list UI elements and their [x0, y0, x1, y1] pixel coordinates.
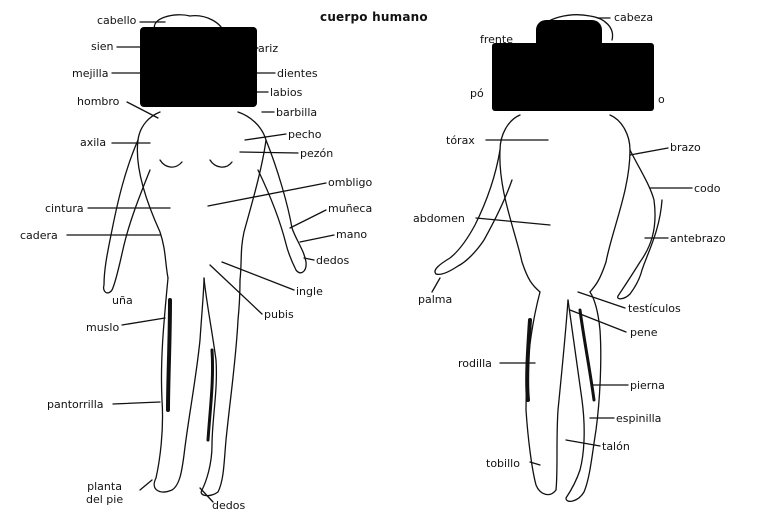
- female-right-arm: [258, 140, 306, 273]
- female-left-leg-shade: [168, 300, 170, 410]
- label-pierna: pierna: [630, 379, 665, 392]
- label-rodilla: rodilla: [458, 357, 492, 370]
- female-breasts: [160, 160, 232, 167]
- label-labios: labios: [270, 86, 302, 99]
- label-cintura: cintura: [45, 202, 84, 215]
- label-planta-del-pie: planta del pie: [86, 480, 123, 506]
- label-mano: mano: [336, 228, 367, 241]
- label-palma: palma: [418, 293, 452, 306]
- label-frente: frente: [480, 33, 513, 46]
- redaction-block-right-top: [536, 20, 602, 46]
- label-una: uña: [112, 294, 133, 307]
- label-abdomen: abdomen: [413, 212, 465, 225]
- male-torso: [500, 115, 630, 292]
- label-espinilla: espinilla: [616, 412, 661, 425]
- female-torso: [137, 112, 266, 280]
- label-testiculos: testículos: [628, 302, 681, 315]
- diagram-title: cuerpo humano: [320, 10, 428, 24]
- label-mejilla: mejilla: [72, 67, 108, 80]
- label-muneca: muñeca: [328, 202, 372, 215]
- label-pezon: pezón: [300, 147, 333, 160]
- male-left-leg: [526, 292, 568, 495]
- label-cabello: cabello: [97, 14, 136, 27]
- female-right-leg: [201, 278, 240, 496]
- label-talon: talón: [602, 440, 630, 453]
- label-hombro: hombro: [77, 95, 119, 108]
- male-right-leg-shade: [580, 310, 594, 400]
- label-barbilla: barbilla: [276, 106, 317, 119]
- label-sien: sien: [91, 40, 114, 53]
- label-antebrazo: antebrazo: [670, 232, 726, 245]
- label-dedos-pie: dedos: [212, 499, 245, 512]
- label-cadera: cadera: [20, 229, 58, 242]
- label-muslo: muslo: [86, 321, 119, 334]
- label-brazo: brazo: [670, 141, 701, 154]
- label-dedos-mano: dedos: [316, 254, 349, 267]
- redaction-block-right: [492, 43, 654, 111]
- label-dientes: dientes: [277, 67, 318, 80]
- label-pene: pene: [630, 326, 658, 339]
- label-po: pó: [470, 87, 484, 100]
- label-torax: tórax: [446, 134, 475, 147]
- female-left-arm: [104, 140, 150, 293]
- label-pantorrilla: pantorrilla: [47, 398, 104, 411]
- redaction-block-left: [140, 27, 257, 107]
- label-nariz: ariz: [258, 42, 278, 55]
- female-right-leg-shade: [208, 350, 213, 440]
- label-axila: axila: [80, 136, 106, 149]
- label-pubis: pubis: [264, 308, 294, 321]
- label-tobillo: tobillo: [486, 457, 520, 470]
- female-left-leg: [154, 278, 204, 492]
- label-cabeza: cabeza: [614, 11, 653, 24]
- label-codo: codo: [694, 182, 721, 195]
- label-ombligo: ombligo: [328, 176, 372, 189]
- male-right-arm: [618, 150, 662, 299]
- label-ingle: ingle: [296, 285, 323, 298]
- label-pecho: pecho: [288, 128, 322, 141]
- label-o: o: [658, 93, 665, 106]
- male-left-leg-shade: [527, 320, 530, 400]
